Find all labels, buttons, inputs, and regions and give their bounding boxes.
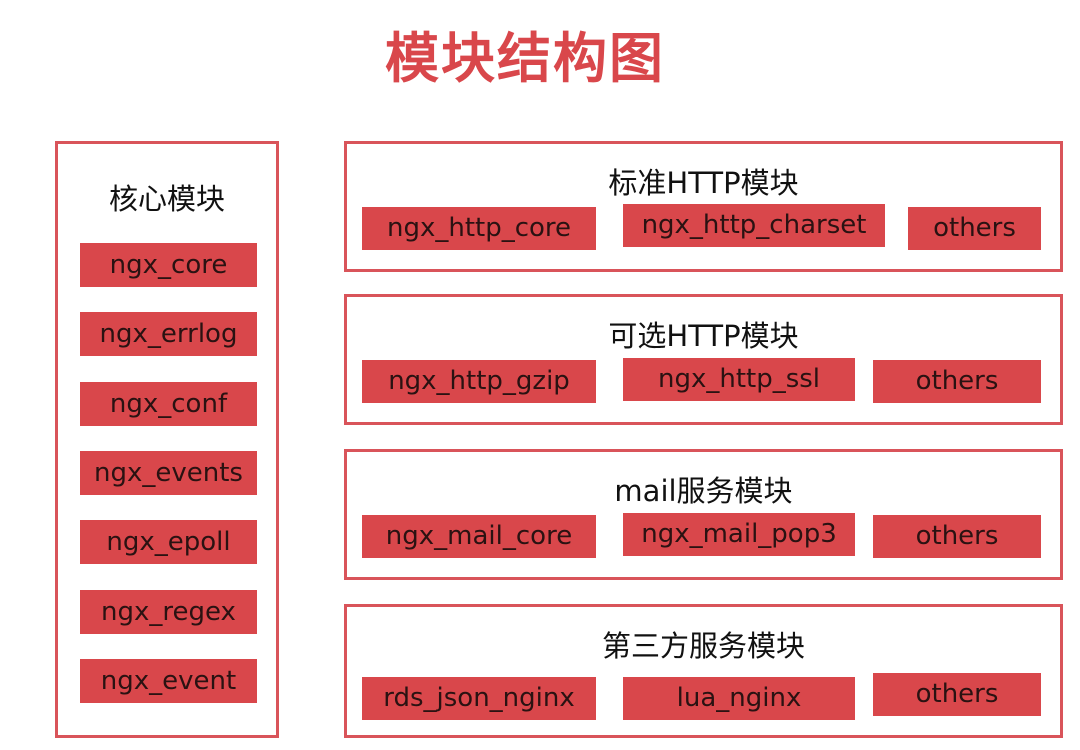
module-chip: ngx_epoll: [80, 520, 257, 564]
module-chip: ngx_http_core: [362, 207, 596, 250]
third-party-modules-box: 第三方服务模块 rds_json_nginx lua_nginx others: [344, 604, 1063, 738]
module-chip: ngx_http_gzip: [362, 360, 596, 403]
module-chip: others: [873, 360, 1041, 403]
module-chip: rds_json_nginx: [362, 677, 596, 720]
module-chip: others: [908, 207, 1041, 250]
module-chip: ngx_events: [80, 451, 257, 495]
module-chip: ngx_mail_pop3: [623, 513, 855, 556]
group-heading: 第三方服务模块: [601, 629, 805, 663]
group-heading: mail服务模块: [614, 474, 793, 508]
core-modules-heading: 核心模块: [108, 182, 225, 216]
module-chip: ngx_http_ssl: [623, 358, 855, 401]
page-title: 模块结构图: [385, 27, 665, 90]
module-chip: ngx_regex: [80, 590, 257, 634]
mail-modules-box: mail服务模块 ngx_mail_core ngx_mail_pop3 oth…: [344, 449, 1063, 580]
module-chip: ngx_errlog: [80, 312, 257, 356]
module-chip: ngx_event: [80, 659, 257, 703]
module-chip: ngx_mail_core: [362, 515, 596, 558]
core-modules-box: 核心模块 ngx_core ngx_errlog ngx_conf ngx_ev…: [55, 141, 279, 738]
module-chip: others: [873, 673, 1041, 716]
module-chip: ngx_core: [80, 243, 257, 287]
module-chip: lua_nginx: [623, 677, 855, 720]
group-heading: 标准HTTP模块: [608, 166, 799, 200]
standard-http-modules-box: 标准HTTP模块 ngx_http_core ngx_http_charset …: [344, 141, 1063, 272]
module-chip: ngx_conf: [80, 382, 257, 426]
optional-http-modules-box: 可选HTTP模块 ngx_http_gzip ngx_http_ssl othe…: [344, 294, 1063, 425]
module-chip: others: [873, 515, 1041, 558]
module-chip: ngx_http_charset: [623, 204, 885, 247]
group-heading: 可选HTTP模块: [608, 319, 799, 353]
